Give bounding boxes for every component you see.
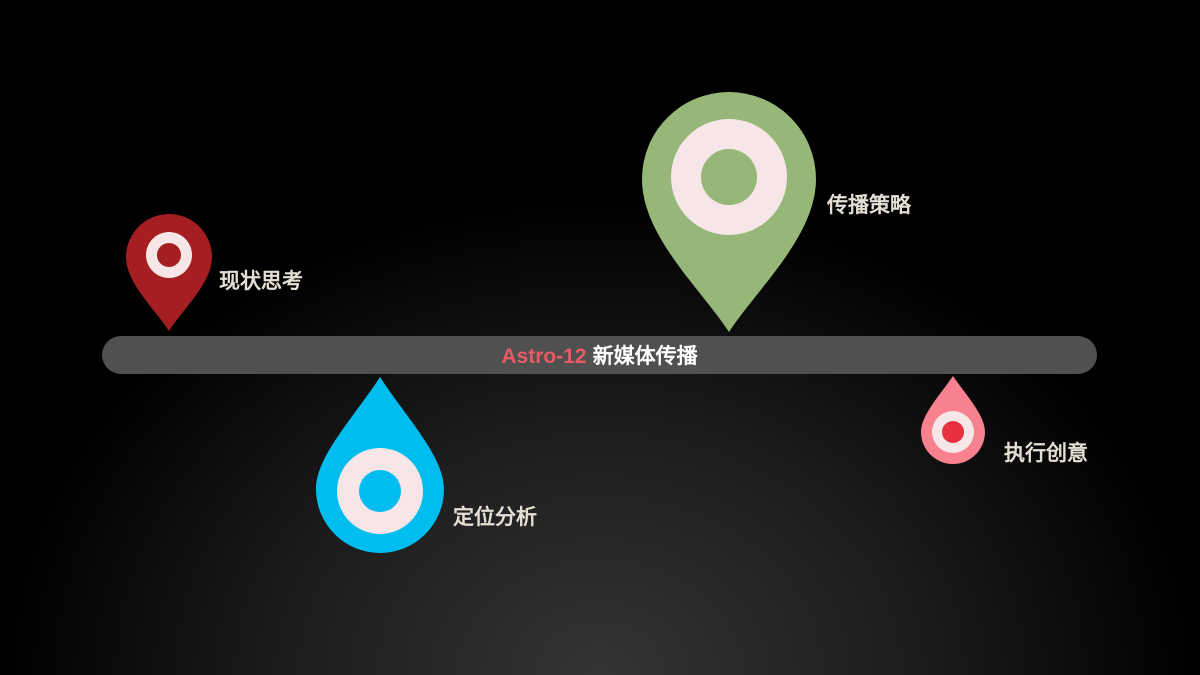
brand-name: Astro-12 [501,345,587,368]
drop-icon-blue [316,377,444,553]
drop-icon-pink [921,376,985,464]
title-text: 新媒体传播 [592,344,698,368]
map-pin-icon-red [126,214,212,331]
map-pin-icon-green [642,92,816,333]
marker-label-positioning: 定位分析 [453,505,537,529]
marker-label-status-thinking: 现状思考 [219,269,303,293]
marker-label-strategy: 传播策略 [827,193,911,217]
marker-label-execution: 执行创意 [1004,441,1088,465]
